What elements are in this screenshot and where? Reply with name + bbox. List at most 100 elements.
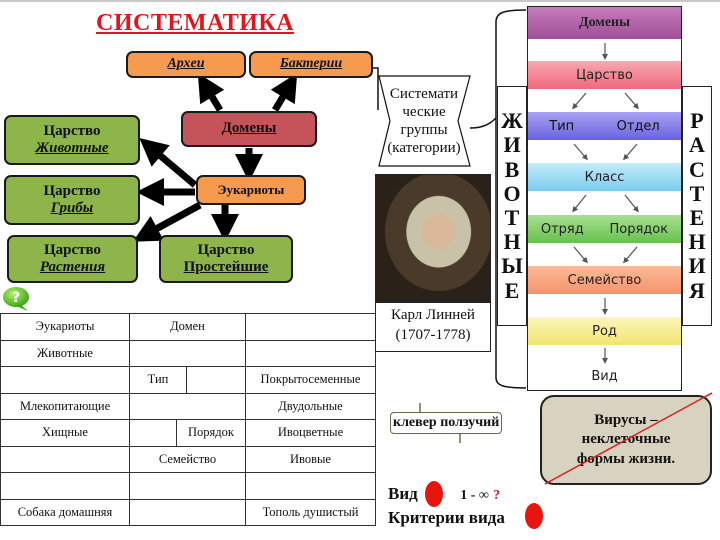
table-cell: Млекопитающие bbox=[0, 392, 130, 420]
table-cell bbox=[245, 313, 376, 341]
top-border bbox=[0, 0, 720, 2]
letter: И bbox=[503, 132, 521, 158]
letter: И bbox=[688, 253, 706, 279]
animals-vertical-label: Ж И В О Т Н Ы Е bbox=[497, 86, 527, 326]
letter: Е bbox=[689, 205, 705, 230]
eukaryotes-box: Эукариоты bbox=[196, 175, 306, 205]
taxonomy-table: Эукариоты Домен Животные Тип Покрытосеме… bbox=[0, 313, 376, 526]
kingdom-plants-box: Царство Растения bbox=[7, 235, 138, 283]
systematic-groups-callout: Системати ческие группы (категории) bbox=[378, 75, 471, 167]
archaea-box: Археи bbox=[126, 51, 246, 78]
bacteria-label: Бактерии bbox=[279, 56, 343, 72]
systematic-groups-line3: группы bbox=[400, 122, 448, 138]
letter: Я bbox=[689, 277, 705, 303]
table-row: Эукариоты Домен bbox=[0, 313, 376, 341]
table-row: Тип Покрытосеменные bbox=[0, 366, 376, 394]
kingdom-plants-line2: Растения bbox=[39, 259, 106, 275]
band-order-plant-label: Порядок bbox=[609, 221, 669, 237]
letter: В bbox=[504, 156, 520, 182]
page-title: СИСТЕМАТИКА bbox=[96, 10, 295, 36]
callout-shape bbox=[378, 75, 471, 167]
table-cell bbox=[129, 339, 246, 367]
table-row: Хищные Порядок Ивоцветные bbox=[0, 419, 376, 447]
virus-line2: неклеточные bbox=[581, 431, 671, 448]
question-bubble-icon[interactable]: ? bbox=[2, 286, 32, 312]
table-cell bbox=[0, 472, 130, 500]
eukaryotes-label: Эукариоты bbox=[217, 181, 285, 197]
table-cell: Двудольные bbox=[245, 392, 376, 420]
table-cell: Животные bbox=[0, 339, 130, 367]
table-row: Собака домашняя Тополь душистый bbox=[0, 498, 376, 526]
taxonomy-ladder: Домены Царство Тип Отдел Класс Отряд Пор… bbox=[527, 6, 682, 391]
table-cell bbox=[0, 445, 130, 473]
ladder-arrows bbox=[572, 43, 639, 364]
species-question: ? bbox=[493, 488, 501, 503]
portrait-years: (1707-1778) bbox=[395, 326, 471, 343]
domains-label: Домены bbox=[221, 120, 277, 137]
letter: Н bbox=[688, 229, 706, 255]
systematic-groups-line4: (категории) bbox=[387, 140, 461, 156]
kingdom-protists-line2: Простейшие bbox=[183, 259, 269, 275]
table-cell: Порядок bbox=[176, 419, 246, 447]
table-cell bbox=[129, 472, 246, 500]
table-cell: Семейство bbox=[129, 445, 246, 473]
virus-note: Вирусы – неклеточные формы жизни. bbox=[540, 395, 712, 485]
table-cell: Домен bbox=[129, 313, 246, 341]
kingdom-fungi-box: Царство Грибы bbox=[4, 175, 140, 225]
letter: А bbox=[689, 132, 705, 158]
binomial-name: клевер ползучий bbox=[390, 412, 503, 434]
criteria-line: Критерии вида bbox=[388, 508, 505, 528]
systematic-groups-line2: ческие bbox=[402, 104, 446, 120]
table-cell bbox=[186, 366, 246, 394]
virus-line1: Вирусы – bbox=[594, 411, 658, 428]
table-cell bbox=[129, 498, 246, 526]
letter: Ы bbox=[501, 253, 523, 279]
table-cell: Собака домашняя bbox=[0, 498, 130, 526]
domains-box: Домены bbox=[181, 111, 317, 147]
table-row: Семейство Ивовые bbox=[0, 445, 376, 473]
table-cell bbox=[129, 419, 177, 447]
table-cell: Тип bbox=[129, 366, 187, 394]
table-cell: Ивовые bbox=[245, 445, 376, 473]
band-kingdom: Царство bbox=[528, 61, 681, 89]
svg-text:?: ? bbox=[12, 290, 20, 306]
species-label: Вид bbox=[388, 484, 418, 503]
kingdom-protists-line1: Царство bbox=[197, 241, 255, 258]
band-species: Вид bbox=[528, 362, 681, 390]
species-range: 1 - ∞ bbox=[460, 488, 489, 503]
letter: Ж bbox=[501, 108, 523, 134]
binomial-genus: клевер bbox=[393, 415, 437, 430]
band-phylum-label: Тип bbox=[549, 118, 575, 134]
band-genus: Род bbox=[528, 317, 681, 345]
band-division-label: Отдел bbox=[616, 118, 660, 134]
band-phylum: Тип Отдел bbox=[528, 112, 681, 140]
table-cell: Тополь душистый bbox=[245, 498, 376, 526]
table-cell bbox=[245, 339, 376, 367]
kingdom-animals-box: Царство Животные bbox=[4, 115, 140, 165]
kingdom-plants-line1: Царство bbox=[43, 241, 102, 258]
table-row bbox=[0, 472, 376, 500]
binomial-epithet: ползучий bbox=[440, 415, 500, 430]
criteria-label: Критерии вида bbox=[388, 508, 505, 527]
letter: О bbox=[503, 180, 521, 206]
red-dot-marker[interactable] bbox=[425, 481, 443, 507]
band-genus-label: Род bbox=[592, 323, 617, 339]
kingdom-fungi-line1: Царство bbox=[43, 182, 101, 199]
band-domains-label: Домены bbox=[578, 15, 631, 30]
letter: Н bbox=[503, 229, 521, 255]
band-order-animal-label: Отряд bbox=[540, 221, 584, 237]
plants-vertical-label: Р А С Т Е Н И Я bbox=[682, 86, 712, 326]
portrait-name: Карл Линней bbox=[391, 307, 475, 323]
portrait-caption: Карл Линней (1707-1778) bbox=[375, 302, 491, 352]
kingdom-animals-line2: Животные bbox=[35, 140, 109, 156]
table-cell bbox=[245, 472, 376, 500]
letter: Т bbox=[689, 180, 705, 206]
band-family-label: Семейство bbox=[567, 272, 642, 288]
kingdom-fungi-line2: Грибы bbox=[50, 200, 94, 216]
band-kingdom-label: Царство bbox=[576, 67, 633, 83]
band-family: Семейство bbox=[528, 266, 681, 294]
linnaeus-portrait bbox=[375, 174, 491, 302]
red-dot-marker[interactable] bbox=[525, 503, 543, 529]
kingdom-protists-box: Царство Простейшие bbox=[159, 235, 293, 283]
band-species-label: Вид bbox=[591, 368, 618, 384]
